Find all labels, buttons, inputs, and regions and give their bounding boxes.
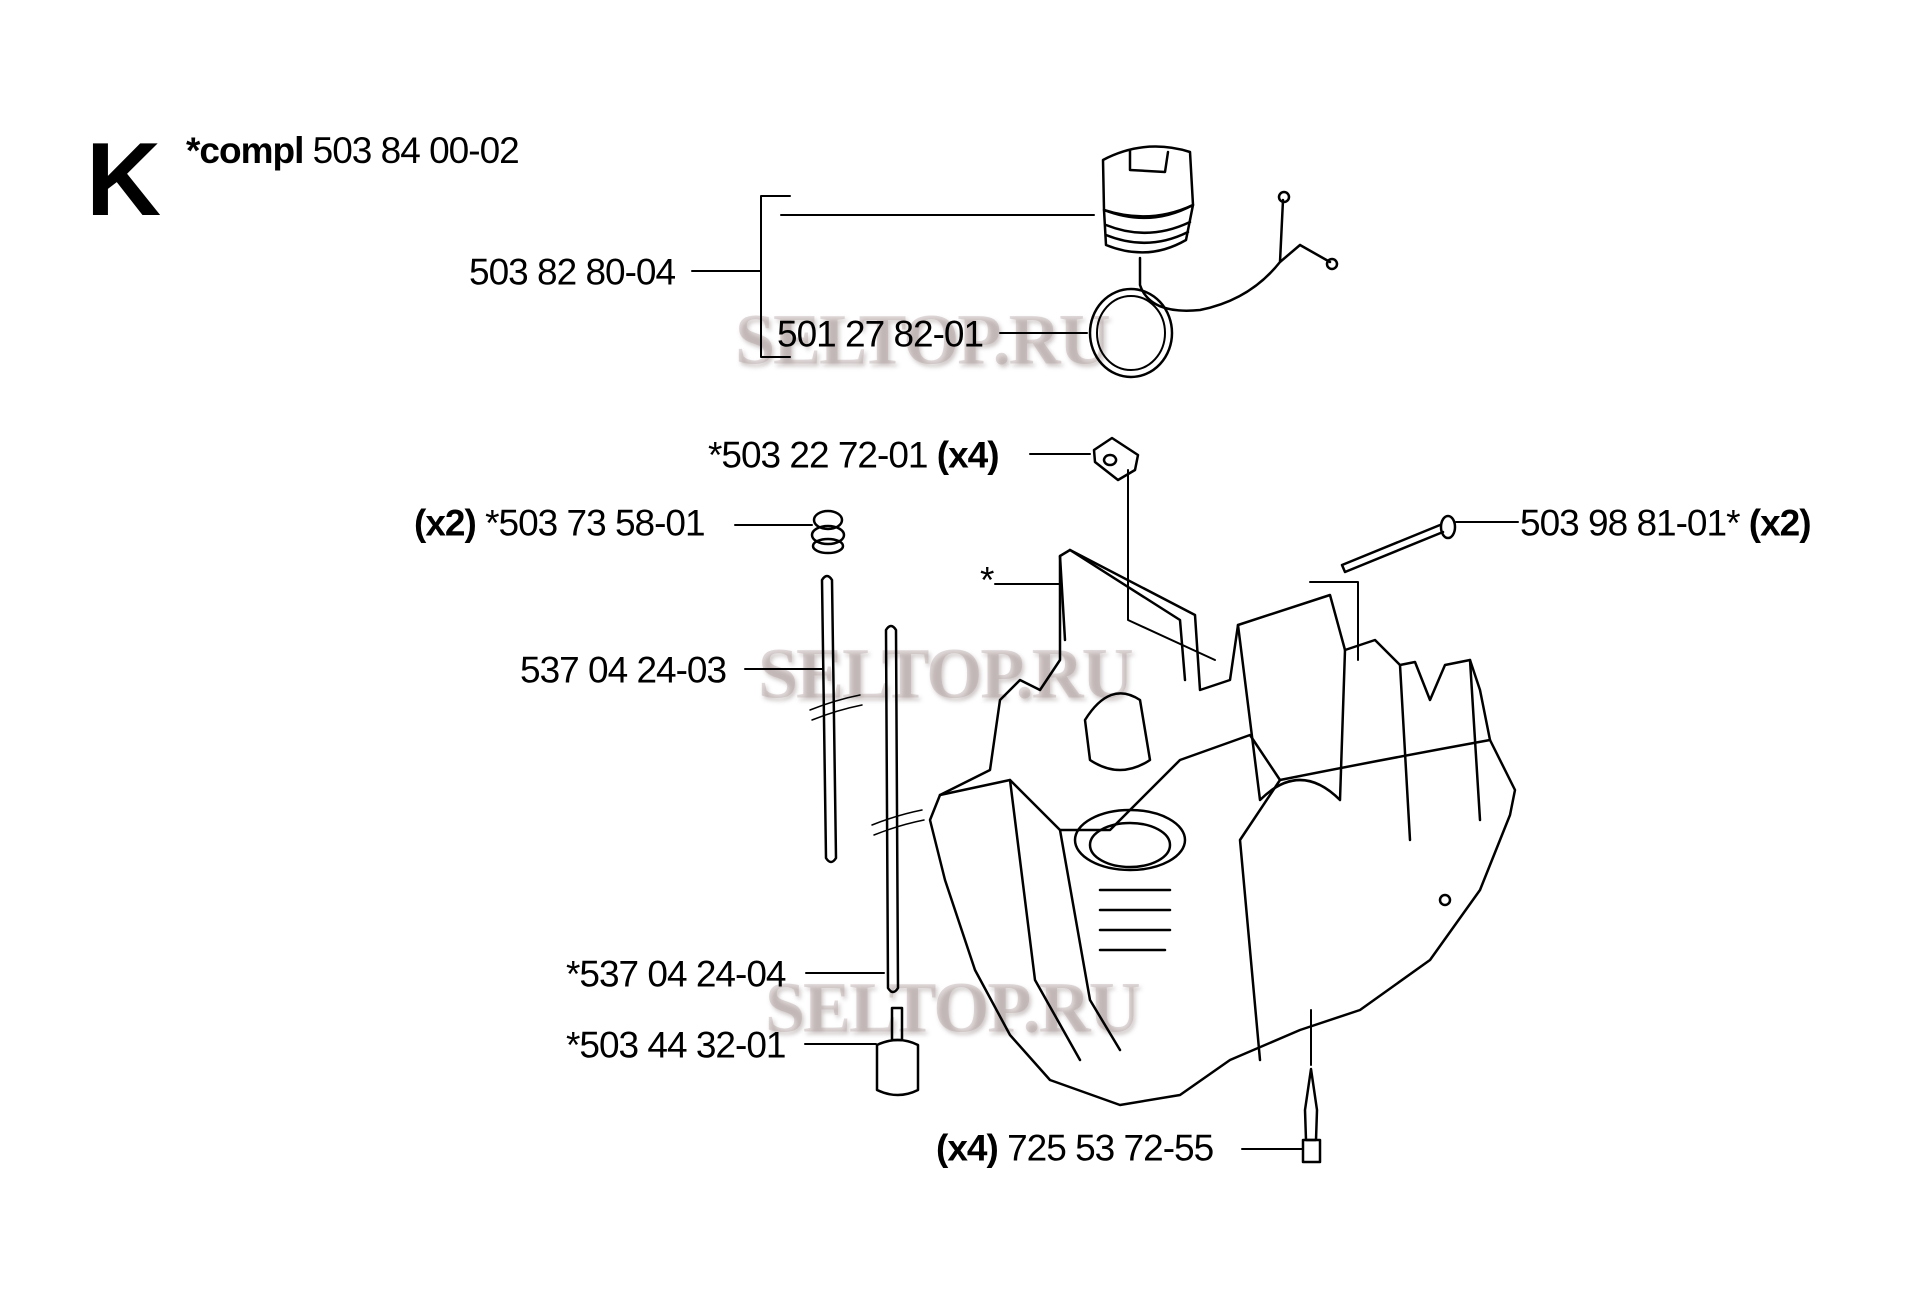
quantity: (x2): [414, 502, 477, 544]
part-label-hose-1: 537 04 24-03: [520, 649, 727, 691]
fuel-hose-1-icon: [820, 574, 838, 864]
clip-to-tank-leader: [1127, 469, 1216, 661]
watermark: SELTOP.RU: [765, 967, 1141, 1048]
fuel-cap-icon: [1101, 145, 1339, 312]
part-number: 503 98 81-01*: [1520, 502, 1740, 544]
grommet-icon: [810, 509, 846, 555]
hose-break-mark: [871, 809, 925, 836]
screw-icon: [1301, 1067, 1322, 1164]
leader-lines: [691, 195, 1519, 1150]
fuel-cap-bracket: [691, 195, 1095, 358]
quantity: (x4): [936, 1127, 999, 1169]
part-number: 725 53 72-55: [1007, 1127, 1214, 1169]
watermark: SELTOP.RU: [735, 299, 1111, 380]
complete-assembly-label: *compl 503 84 00-02: [186, 130, 520, 171]
fuel-filter-icon: [875, 1006, 920, 1097]
o-ring-icon: [1088, 287, 1174, 379]
part-label-tank: *: [980, 559, 994, 601]
compl-prefix: *compl: [186, 130, 304, 171]
watermark: SELTOP.RU: [758, 633, 1134, 714]
clip-icon: [1092, 436, 1140, 482]
part-label-o-ring: 501 27 82-01: [777, 313, 984, 355]
part-label-hose-2: *537 04 24-04: [566, 953, 786, 995]
fuel-hose-2-icon: [884, 624, 900, 994]
part-label-fuel-cap: 503 82 80-04: [469, 251, 676, 293]
part-number: *503 22 72-01: [708, 434, 928, 476]
compl-part-number: 503 84 00-02: [312, 130, 520, 171]
quantity: (x2): [1748, 502, 1812, 544]
bolt-icon: [1340, 514, 1457, 574]
part-label-grommet: (x2) *503 73 58-01: [414, 502, 706, 544]
hose-break-mark: [809, 694, 863, 721]
quantity: (x4): [936, 434, 1000, 476]
part-number: *503 73 58-01: [485, 502, 705, 544]
part-label-screw: (x4) 725 53 72-55: [936, 1127, 1214, 1169]
part-label-bolt: 503 98 81-01* (x2): [1520, 502, 1812, 544]
section-letter: K: [86, 122, 162, 238]
part-label-filter: *503 44 32-01: [566, 1024, 786, 1066]
bolt-to-tank-leader: [1309, 581, 1359, 661]
o-ring-inner: [1096, 295, 1166, 371]
fuel-tank-icon: [928, 548, 1517, 1107]
part-label-clip: *503 22 72-01 (x4): [708, 434, 1000, 476]
